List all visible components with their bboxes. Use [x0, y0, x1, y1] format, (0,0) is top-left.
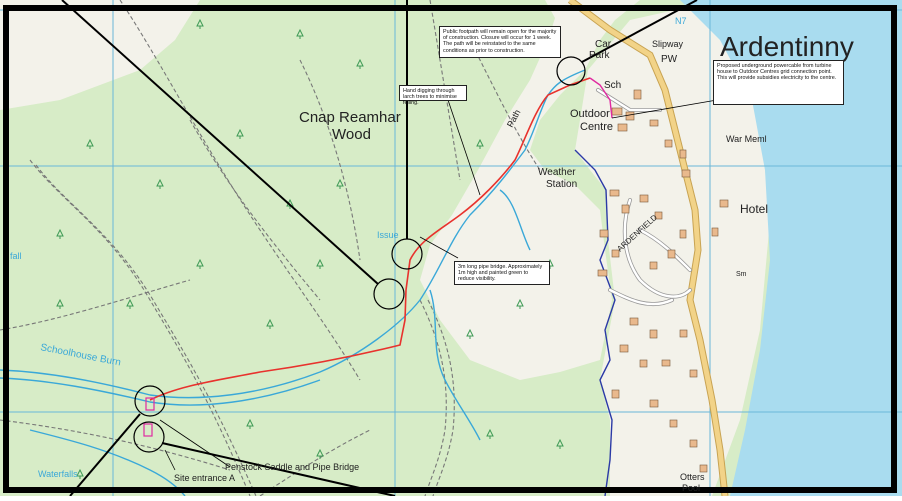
label-issue: Issue: [377, 230, 399, 240]
annotation-powercable: Proposed underground powercable from tur…: [713, 60, 844, 105]
map-frame: [3, 5, 897, 493]
label-slipway: Slipway: [652, 39, 684, 49]
label-penstock: Penstock Saddle and Pipe Bridge: [225, 462, 359, 472]
loch-long-sea: [680, 0, 902, 496]
label-otters-line1: Otters: [680, 472, 705, 482]
label-outdoor-line1: Outdoor: [570, 108, 610, 120]
label-ardentinny: Ardentinny: [720, 31, 854, 62]
label-pw: PW: [661, 54, 678, 65]
label-waterfalls: Waterfalls: [38, 469, 78, 479]
intake-marker: [145, 397, 155, 411]
label-car-line1: Car: [595, 39, 612, 50]
pointer-lines: [159, 99, 718, 471]
label-fall: fall: [10, 251, 22, 261]
annotation-pipe-bridge: 3m long pipe bridge. Approximately 1m hi…: [454, 261, 550, 285]
label-weather-line1: Weather: [538, 167, 576, 178]
label-war-memorial: War Meml: [726, 134, 767, 144]
district-boundary: [574, 149, 616, 497]
powercable-route: [589, 77, 613, 119]
label-hotel: Hotel: [740, 202, 768, 216]
label-otters-line2: Pool: [682, 483, 700, 493]
schoolhouse-burn: [0, 94, 549, 399]
label-wood-line1: Cnap Reamhar: [299, 109, 401, 126]
label-road-number: N7: [675, 16, 687, 26]
label-ruins: Sm: [736, 271, 747, 278]
annotation-footpath: Public footpath will remain open for the…: [439, 26, 561, 58]
label-car-line2: Park: [589, 50, 611, 61]
label-outdoor-line2: Centre: [580, 121, 613, 133]
buildings: [597, 89, 729, 473]
annotation-hand-digging: Hand digging through larch trees to mini…: [399, 85, 467, 106]
penstock-pipeline: [149, 77, 591, 401]
label-sch: Sch: [604, 80, 621, 91]
label-weather-line2: Station: [546, 179, 577, 190]
label-wood-line2: Wood: [332, 126, 371, 143]
turbine-house-marker: [143, 423, 153, 437]
open-land: [0, 0, 200, 110]
label-site-entrance: Site entrance A: [174, 473, 235, 483]
